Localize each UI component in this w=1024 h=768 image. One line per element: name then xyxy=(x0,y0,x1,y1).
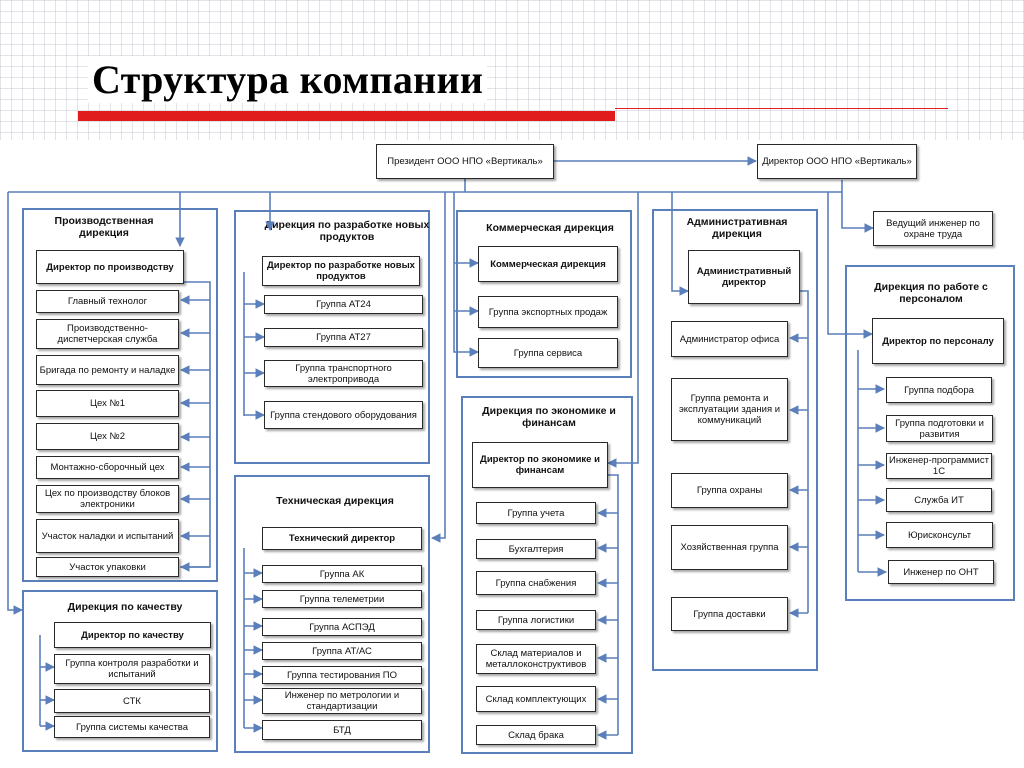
development-item: Группа транспортного электропривода xyxy=(264,360,423,387)
personnel-head-box: Директор по персоналу xyxy=(872,318,1004,364)
production-item: Цех №2 xyxy=(36,423,179,450)
technical-item: Группа АСПЭД xyxy=(262,618,422,636)
technical-item: Группа телеметрии xyxy=(262,590,422,608)
technical-head-box: Технический директор xyxy=(262,527,422,550)
finance-item: Бухгалтерия xyxy=(476,539,596,559)
production-item: Бригада по ремонту и наладке xyxy=(36,355,179,385)
finance-item: Группа логистики xyxy=(476,610,596,630)
production-item: Монтажно-сборочный цех xyxy=(36,456,179,479)
admin-item: Группа ремонта и эксплуатации здания и к… xyxy=(671,378,788,441)
finance-item: Группа снабжения xyxy=(476,571,596,595)
technical-item: Группа АК xyxy=(262,565,422,583)
commercial-title: Коммерческая дирекция xyxy=(486,222,614,234)
commercial-item: Группа сервиса xyxy=(478,338,618,368)
personnel-item: Юрисконсульт xyxy=(886,522,993,548)
development-item: Группа стендового оборудования xyxy=(264,401,423,429)
president-box: Президент ООО НПО «Вертикаль» xyxy=(376,144,554,179)
production-item: Цех №1 xyxy=(36,390,179,417)
quality-item: СТК xyxy=(54,689,210,713)
title-underline-bar xyxy=(78,111,615,121)
development-title: Дирекция по разработке новых продуктов xyxy=(264,219,430,243)
technical-item: БТД xyxy=(262,720,422,740)
admin-head-box: Административный директор xyxy=(688,250,800,304)
development-head-box: Директор по разработке новых продуктов xyxy=(262,256,420,286)
production-item: Участок наладки и испытаний xyxy=(36,519,179,553)
technical-item: Группа тестирования ПО xyxy=(262,666,422,684)
development-item: Группа АТ24 xyxy=(264,295,423,314)
finance-item: Склад брака xyxy=(476,725,596,745)
quality-item: Группа системы качества xyxy=(54,716,210,738)
commercial-head-box: Коммерческая дирекция xyxy=(478,246,618,282)
production-head-box: Директор по производству xyxy=(36,250,184,284)
quality-head-box: Директор по качеству xyxy=(54,622,211,648)
finance-item: Склад материалов и металлоконструктивов xyxy=(476,644,596,674)
title-underline-line xyxy=(615,108,948,109)
quality-title: Дирекция по качеству xyxy=(67,601,183,613)
personnel-item: Служба ИТ xyxy=(886,488,992,512)
quality-item: Группа контроля разработки и испытаний xyxy=(54,654,210,684)
safety-engineer-box: Ведущий инженер по охране труда xyxy=(873,211,993,246)
admin-item: Хозяйственная группа xyxy=(671,525,788,570)
production-item: Участок упаковки xyxy=(36,557,179,577)
director-box: Директор ООО НПО «Вертикаль» xyxy=(757,144,917,179)
technical-item: Группа АТ/АС xyxy=(262,642,422,660)
personnel-item: Группа подготовки и развития xyxy=(886,415,993,442)
finance-item: Группа учета xyxy=(476,502,596,524)
production-item: Главный технолог xyxy=(36,290,179,313)
finance-head-box: Директор по экономике и финансам xyxy=(472,442,608,488)
personnel-item: Инженер по ОНТ xyxy=(888,560,994,584)
commercial-item: Группа экспортных продаж xyxy=(478,296,618,328)
admin-title: Административная дирекция xyxy=(686,216,788,240)
personnel-title: Дирекция по работе с персоналом xyxy=(874,281,988,305)
production-title: Производственная дирекция xyxy=(54,215,154,239)
production-item: Производственно-диспетчерская служба xyxy=(36,319,179,349)
personnel-item: Группа подбора xyxy=(886,377,992,403)
admin-item: Группа доставки xyxy=(671,597,788,631)
production-item: Цех по производству блоков электроники xyxy=(36,485,179,513)
development-item: Группа АТ27 xyxy=(264,328,423,347)
admin-item: Администратор офиса xyxy=(671,321,788,357)
personnel-item: Инженер-программист 1С xyxy=(886,453,992,479)
admin-item: Группа охраны xyxy=(671,473,788,508)
technical-item: Инженер по метрологии и стандартизации xyxy=(262,688,422,714)
technical-title: Техническая дирекция xyxy=(276,495,394,507)
page-title: Структура компании xyxy=(88,56,488,103)
finance-item: Склад комплектующих xyxy=(476,686,596,712)
finance-title: Дирекция по экономике и финансам xyxy=(482,405,616,429)
